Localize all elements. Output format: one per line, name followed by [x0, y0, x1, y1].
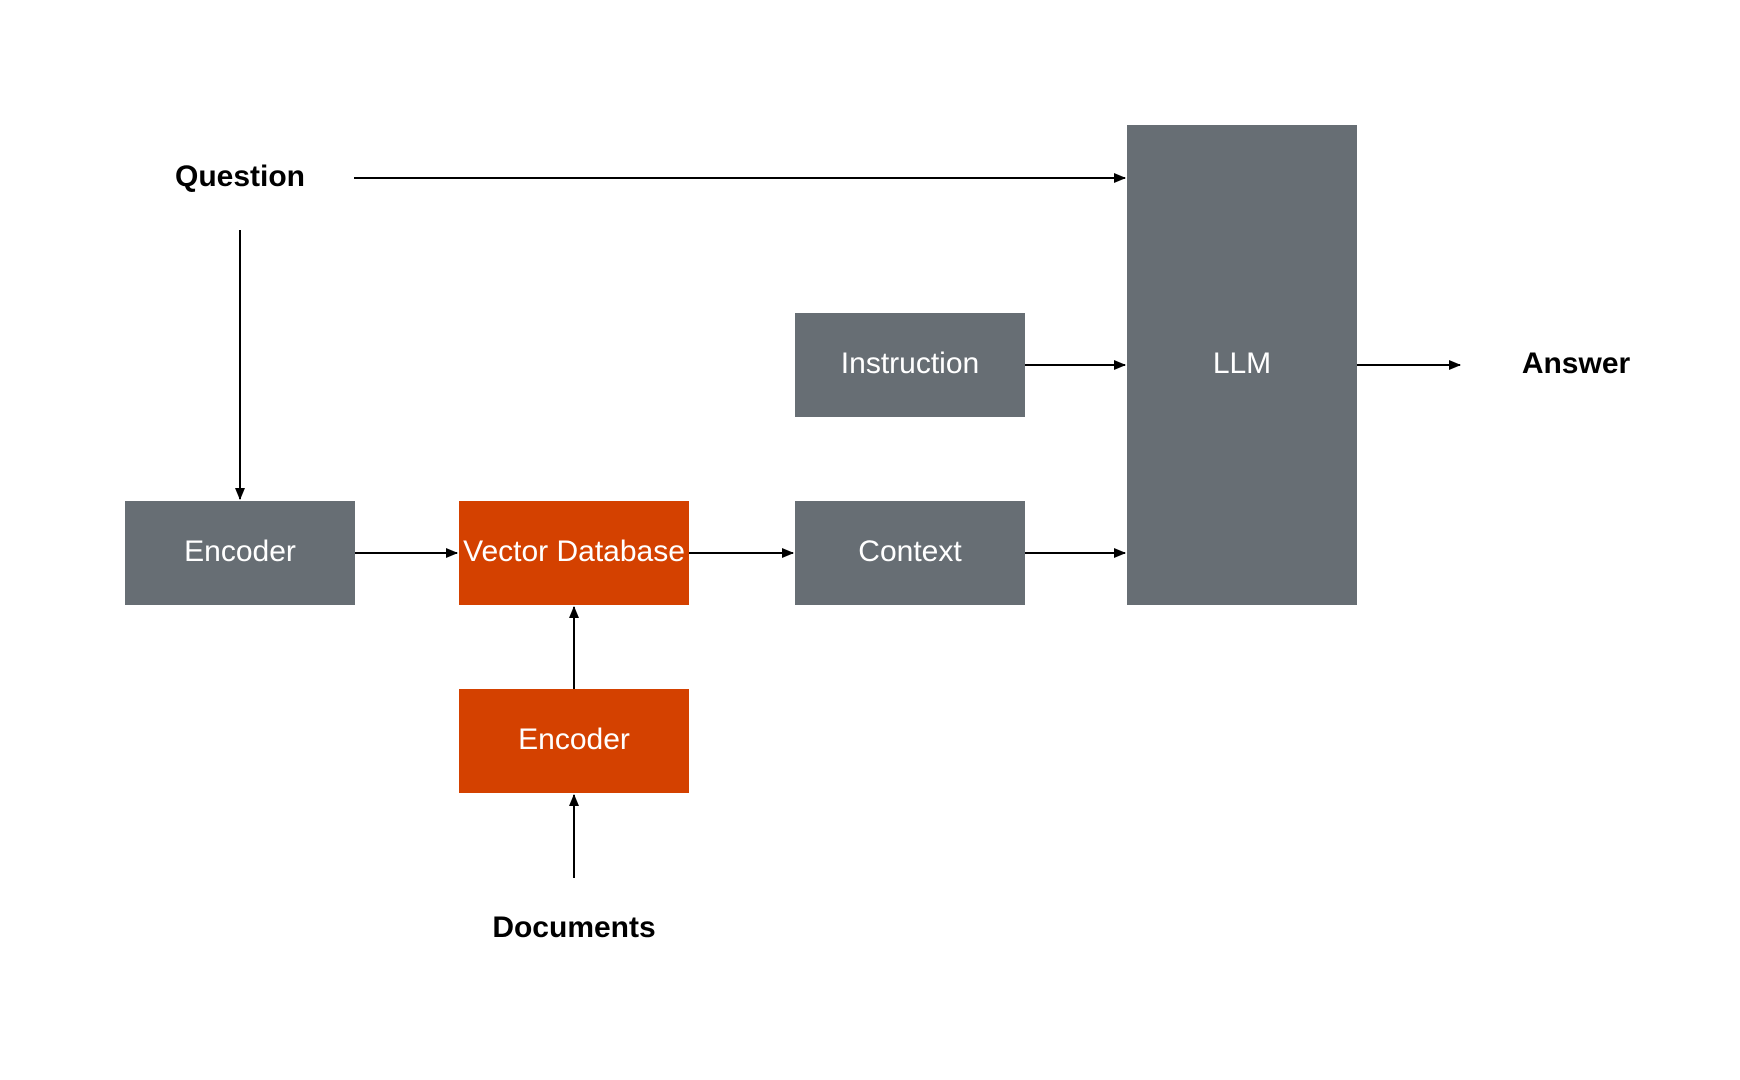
doc-encoder-label: Encoder — [518, 723, 630, 756]
query-encoder-box — [125, 501, 355, 605]
context-label: Context — [858, 535, 962, 568]
context-box — [795, 501, 1025, 605]
vector-database-box — [459, 501, 689, 605]
instruction-box — [795, 313, 1025, 417]
vector-database-label: Vector Database — [463, 535, 685, 568]
answer-label: Answer — [1522, 347, 1631, 380]
llm-box — [1127, 125, 1357, 605]
doc-encoder-box — [459, 689, 689, 793]
query-encoder-label: Encoder — [184, 535, 296, 568]
instruction-label: Instruction — [841, 347, 979, 380]
llm-label: LLM — [1213, 347, 1271, 380]
question-label: Question — [175, 160, 305, 193]
documents-label: Documents — [492, 911, 655, 944]
